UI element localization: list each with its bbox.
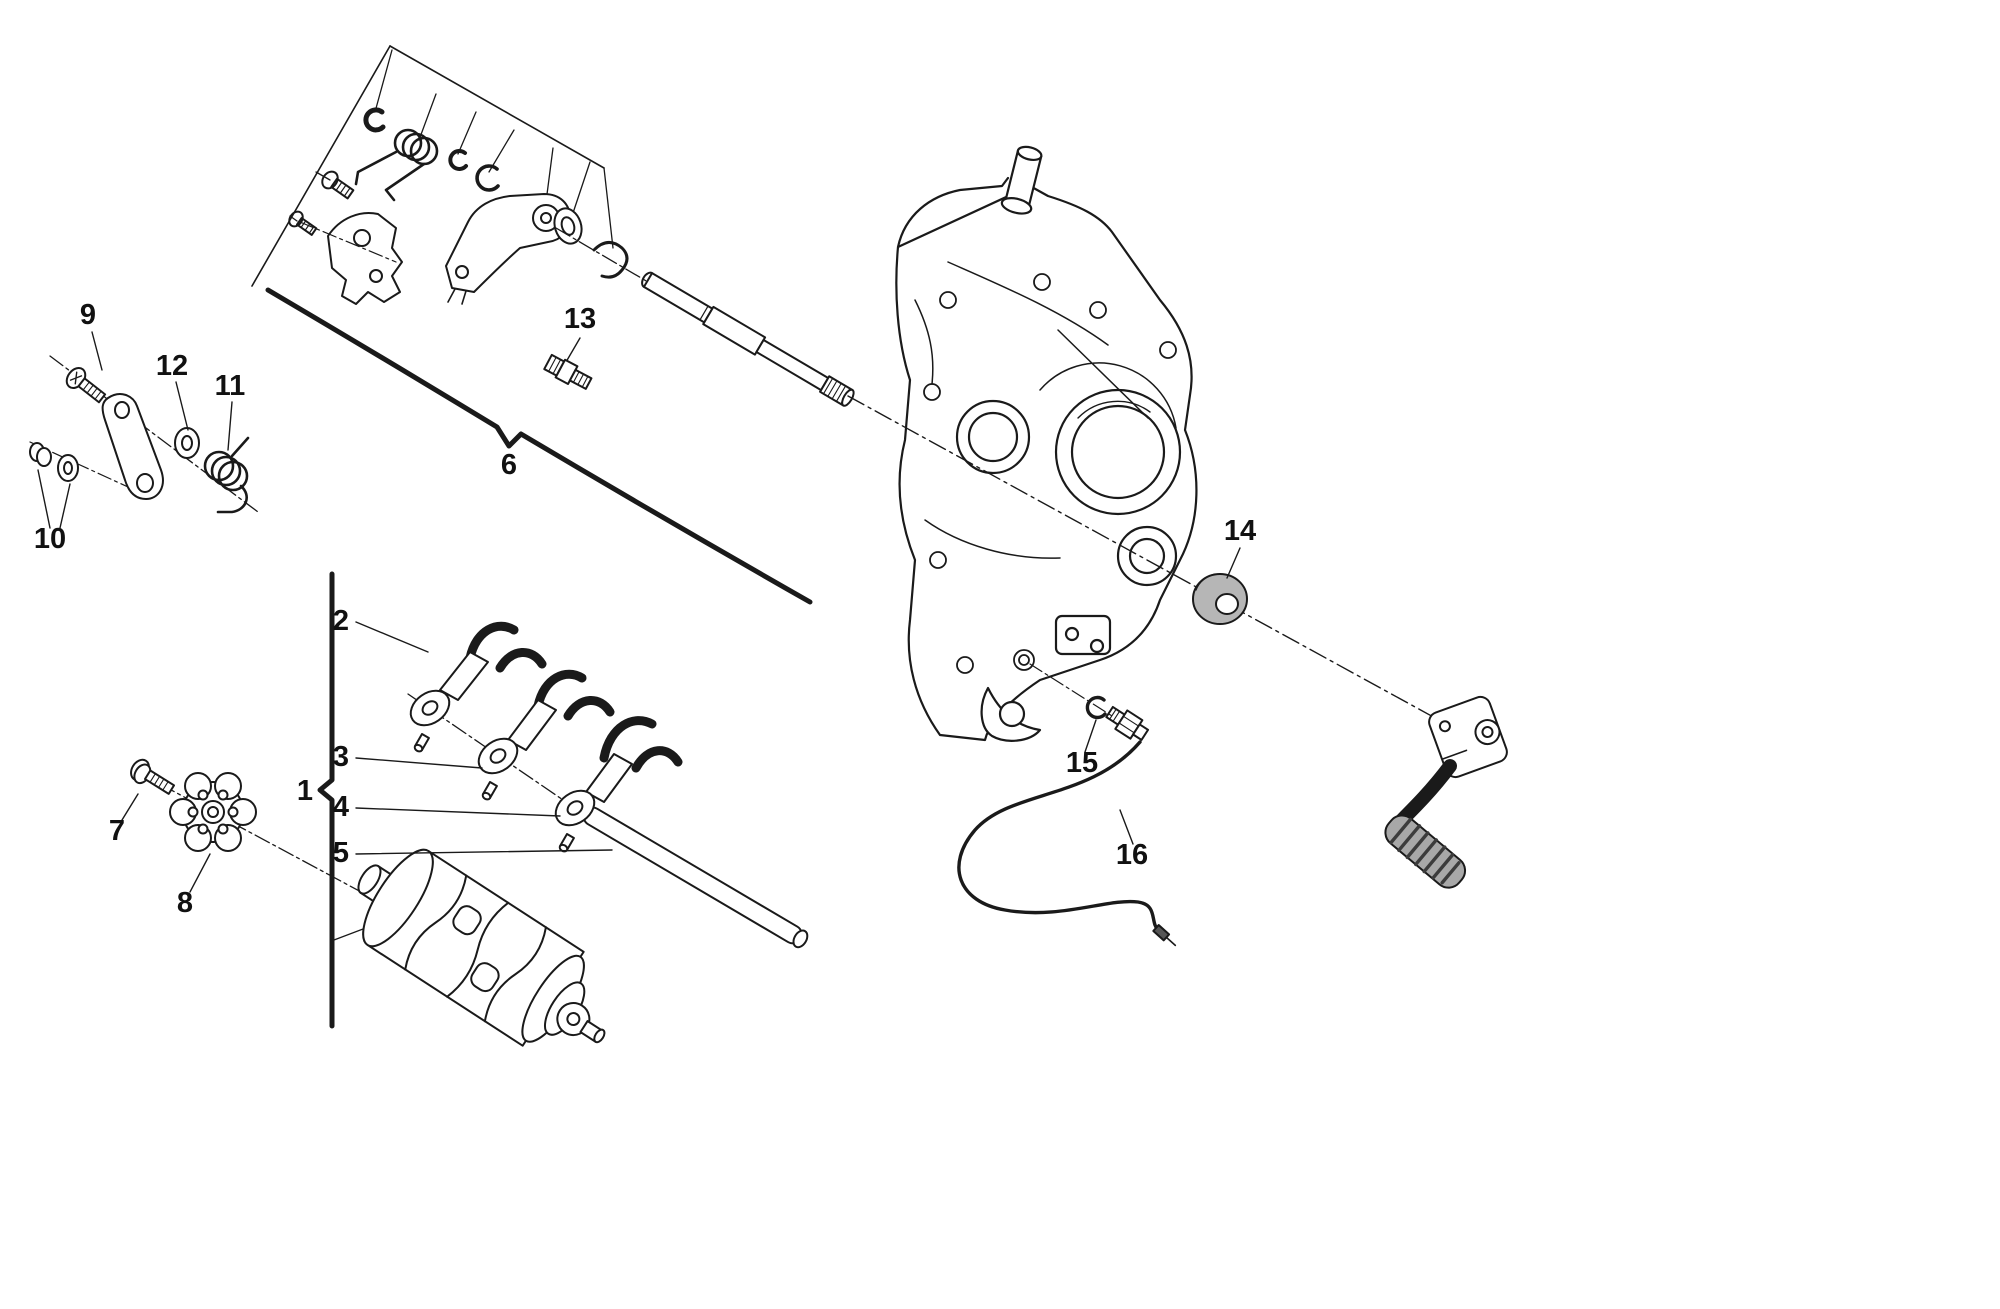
bracket-6 [265, 287, 813, 605]
part-label-15: 15 [1066, 747, 1098, 779]
part-label-7: 7 [109, 815, 125, 847]
part-label-4: 4 [333, 791, 349, 823]
stopper-lever-group [29, 355, 259, 514]
center-line [407, 693, 649, 859]
spacer-washer [1192, 573, 1248, 625]
torsion-spring-icon [354, 128, 439, 202]
washer-icon [57, 454, 79, 482]
shift-fork-2 [409, 621, 547, 753]
shift-arm-plate [445, 193, 571, 305]
pedal-rubber-peg [1384, 814, 1467, 889]
shift-fork-shaft [582, 806, 809, 949]
bracket-1 [317, 571, 335, 1029]
part-label-9: 9 [80, 299, 96, 331]
crankcase-outline [895, 176, 1198, 742]
thrust-washer-icon [553, 207, 583, 245]
leader-lines [289, 49, 614, 249]
screw-icon [65, 367, 107, 404]
circlip-icon [448, 149, 468, 171]
secondary-bore [955, 399, 1031, 475]
right-parts-group [847, 395, 1508, 947]
shaft-bore [1116, 525, 1178, 587]
nut-icon [29, 442, 52, 467]
center-line [847, 395, 1469, 737]
shift-fork-4 [554, 716, 683, 853]
washer-icon [174, 427, 200, 459]
bearing-bore [1054, 388, 1182, 516]
part-label-16: 16 [1116, 839, 1148, 871]
shift-shaft [641, 271, 855, 407]
shift-fork-drum-group [317, 571, 809, 1047]
detent-star-plate [169, 772, 257, 852]
part-label-8: 8 [177, 887, 193, 919]
breather-stub [1000, 145, 1043, 215]
part-label-10: 10 [34, 523, 66, 555]
part-label-3: 3 [333, 741, 349, 773]
shift-drum [357, 848, 606, 1047]
snap-ring-icon [475, 164, 500, 192]
part-label-13: 13 [564, 303, 596, 335]
circlip-icon [1085, 695, 1107, 720]
stopper-lever-arm [101, 393, 164, 500]
part-label-6: 6 [501, 449, 517, 481]
engine-crankcase [895, 145, 1198, 742]
bolt-icon [130, 758, 176, 795]
sensor-boss [1054, 614, 1112, 656]
return-spring-icon [203, 436, 250, 514]
group-boundary-line [251, 45, 391, 287]
label-leader-lines [37, 331, 1241, 893]
part-label-5: 5 [333, 837, 349, 869]
center-line [1029, 663, 1113, 717]
shift-pawl-plate [327, 212, 403, 305]
center-line [555, 227, 649, 283]
sensor-cable [957, 740, 1177, 947]
shoulder-bolt-icon [321, 170, 355, 200]
gear-change-pedal [1384, 695, 1508, 889]
wire-clip-icon [592, 241, 629, 279]
circlip-icon [363, 107, 386, 133]
part-label-2: 2 [333, 605, 349, 637]
pivot-bolt-13 [543, 353, 593, 390]
bottom-lug [980, 686, 1042, 742]
shift-mechanism-group [251, 45, 855, 605]
cable-fitting [1105, 705, 1150, 741]
part-label-14: 14 [1224, 515, 1256, 547]
detent-star-group [130, 758, 541, 989]
part-label-1: 1 [297, 775, 313, 807]
part-label-12: 12 [156, 350, 188, 382]
shift-fork-3 [477, 669, 615, 801]
center-line [299, 221, 397, 263]
part-label-11: 11 [215, 370, 246, 402]
bolt-holes [923, 273, 1177, 674]
group-boundary-line [389, 45, 605, 169]
case-ribs [914, 261, 1177, 559]
